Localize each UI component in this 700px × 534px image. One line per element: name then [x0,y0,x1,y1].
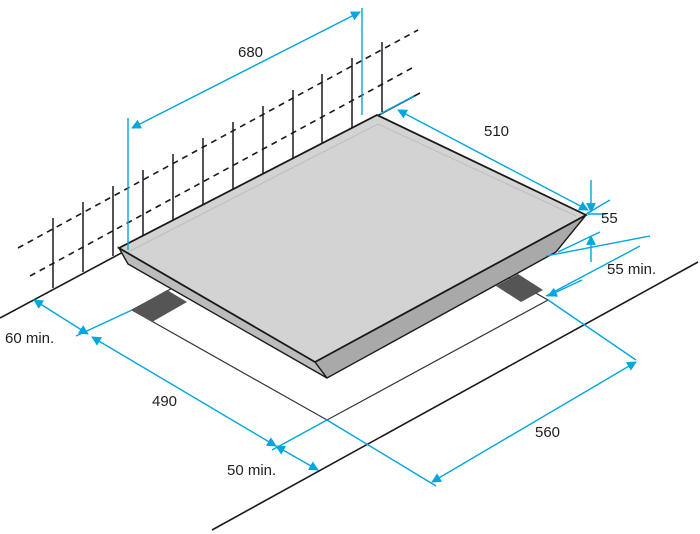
hob-top-surface [117,113,588,364]
support-pad-right [496,274,543,302]
dimension-rear-clearance [545,235,651,297]
label-width: 680 [238,44,263,61]
dimension-front-clearance [275,445,319,471]
dimension-left-clearance [33,299,133,337]
dimension-cutout-depth [91,336,328,451]
label-cutout-depth: 490 [152,393,177,410]
dimension-width [127,8,363,250]
support-pad-left [132,290,187,322]
label-rear-clearance: 55 min. [607,261,656,278]
label-depth: 510 [484,123,509,140]
label-left-clearance: 60 min. [5,330,54,347]
label-front-clearance: 50 min. [227,462,276,479]
label-thickness: 55 [601,210,618,227]
dimension-cutout-width [326,299,637,487]
label-cutout-width: 560 [535,424,560,441]
dimension-thickness [557,180,606,262]
